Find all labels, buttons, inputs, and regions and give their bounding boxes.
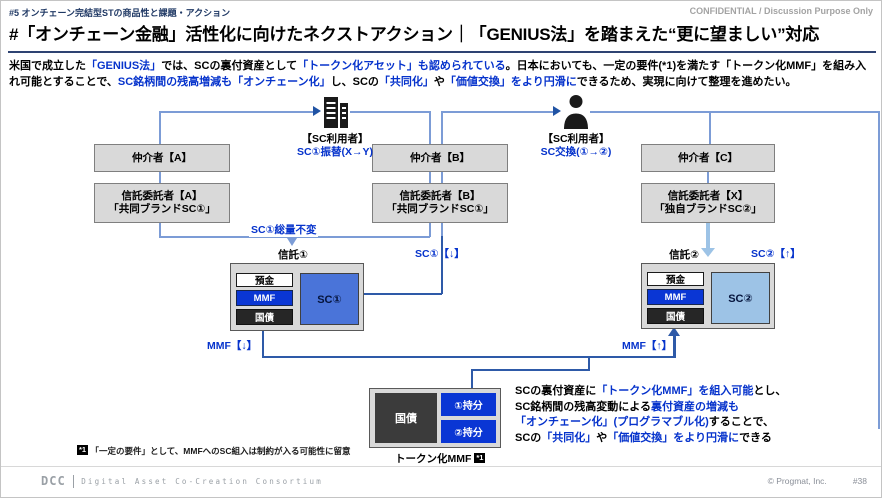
consortium-name: Digital Asset Co-Creation Consortium — [81, 476, 323, 486]
trustor-x-brand: 「独自ブランドSC②」 — [654, 203, 762, 215]
sc1-down-label: SC①【↓】 — [415, 248, 465, 260]
connector-line — [588, 356, 590, 371]
connector-line — [441, 236, 443, 294]
trust1-label: 信託① — [278, 249, 308, 261]
arrowhead-down — [287, 238, 297, 246]
building-icon — [322, 94, 350, 136]
trustor-a-name: 信託委託者【A】 — [121, 190, 203, 202]
sc-user-label: 【SC利用者】 — [301, 133, 369, 145]
connector-line — [350, 111, 430, 113]
trust1-asset-bond: 国債 — [236, 309, 293, 325]
sc-exchange-label: SC交換(①→②) — [540, 146, 612, 158]
trust1-asset-deposit: 預金 — [236, 273, 293, 287]
trust1-asset-mmf: MMF — [236, 290, 293, 306]
intermediary-b-box: 仲介者【B】 — [372, 144, 508, 172]
trust2-box: 預金 MMF 国債 SC② — [641, 263, 775, 329]
footnote-ref-badge: *1 — [77, 445, 89, 455]
copyright-text: © Progmat, Inc. — [767, 476, 827, 486]
sc2-up-label: SC②【↑】 — [751, 248, 801, 260]
connector-line — [361, 293, 442, 295]
token-mmf-label: トークン化MMF *1 — [395, 451, 486, 466]
token-mmf-share1: ①持分 — [441, 393, 496, 416]
token-mmf-box: 国債 ①持分 ②持分 — [369, 388, 501, 448]
connector-line — [673, 334, 676, 357]
footer-right: © Progmat, Inc. #38 — [768, 476, 867, 486]
trust2-label: 信託② — [669, 249, 699, 261]
trustor-a-box: 信託委託者【A】 「共同ブランドSC①」 — [94, 183, 230, 223]
title-rule — [8, 51, 876, 53]
arrowhead-right — [313, 106, 321, 116]
arrowhead-right — [553, 106, 561, 116]
intro-paragraph: 米国で成立した「GENIUS法」では、SCの裏付資産として「トークン化アセット」… — [9, 60, 867, 88]
page-title: #「オンチェーン金融」活性化に向けたネクストアクション｜「GENIUS法」を踏ま… — [9, 25, 820, 44]
intermediary-c-box: 仲介者【C】 — [641, 144, 775, 172]
mmf-down-label: MMF【↓】 — [207, 340, 258, 352]
connector-line — [706, 223, 710, 248]
page-number: #38 — [852, 476, 867, 486]
slide-footer: DCC Digital Asset Co-Creation Consortium… — [1, 466, 881, 497]
connector-line — [590, 111, 879, 113]
summary-note: SCの裏付資産に「トークン化MMF」を組入可能とし、 SC銘柄間の残高変動による… — [515, 384, 875, 446]
connector-line — [429, 111, 431, 237]
connector-line — [471, 369, 590, 371]
connector-line — [262, 356, 676, 358]
summary-note-line: 「オンチェーン化」(プログラマブル化)することで、 — [515, 416, 775, 428]
connector-line — [441, 111, 554, 113]
connector-line — [878, 111, 880, 429]
dcc-logo-text: DCC — [41, 474, 66, 488]
arrowhead-up — [668, 327, 680, 336]
connector-line — [159, 111, 161, 144]
token-mmf-share2: ②持分 — [441, 420, 496, 443]
connector-line — [159, 111, 318, 113]
trust1-box: 預金 MMF 国債 SC① — [230, 263, 364, 331]
connector-line — [709, 111, 711, 144]
dcc-logo: DCC Digital Asset Co-Creation Consortium — [41, 474, 323, 488]
token-mmf-label-text: トークン化MMF — [395, 453, 472, 465]
trustor-b-name: 信託委託者【B】 — [399, 190, 481, 202]
token-mmf-bond: 国債 — [375, 393, 437, 443]
connector-line — [441, 111, 443, 237]
trust2-asset-mmf: MMF — [647, 289, 704, 305]
connector-line — [471, 369, 473, 389]
summary-note-line: SCの裏付資産に「トークン化MMF」を組入可能とし、 — [515, 385, 787, 397]
logo-divider — [72, 474, 75, 488]
summary-note-line: SC銘柄間の残高変動による裏付資産の増減も — [515, 400, 739, 413]
intermediary-a-box: 仲介者【A】 — [94, 144, 230, 172]
person-icon — [563, 93, 589, 136]
connector-line — [262, 331, 264, 358]
intermediary-c-label: 仲介者【C】 — [677, 151, 739, 164]
trustor-a-brand: 「共同ブランドSC①」 — [108, 203, 216, 215]
footnote-ref-badge: *1 — [474, 453, 486, 463]
footnote-text: 「一定の要件」として、MMFへのSC組入は制約が入る可能性に留意 — [90, 446, 351, 456]
intermediary-a-label: 仲介者【A】 — [131, 151, 193, 164]
sc1-total-label: SC①総量不変 — [249, 222, 319, 237]
trustor-x-box: 信託委託者【X】 「独自ブランドSC②」 — [641, 183, 775, 223]
arrowhead-down — [701, 248, 715, 257]
sc2-token-box: SC② — [711, 272, 770, 324]
trustor-b-brand: 「共同ブランドSC①」 — [386, 203, 494, 215]
intermediary-b-label: 仲介者【B】 — [409, 151, 471, 164]
summary-note-line: SCの「共同化」や「価値交換」をより円滑にできる — [515, 431, 772, 444]
sc1-token-box: SC① — [300, 273, 359, 325]
confidential-note: CONFIDENTIAL / Discussion Purpose Only — [689, 6, 873, 16]
sc1-transfer-label: SC①振替(X→Y) — [297, 146, 373, 158]
footnote: *1 「一定の要件」として、MMFへのSC組入は制約が入る可能性に留意 — [77, 445, 350, 457]
trustor-x-name: 信託委託者【X】 — [667, 190, 749, 202]
sc-user-label: 【SC利用者】 — [542, 133, 610, 145]
slide-section-tag: #5 オンチェーン完結型STの商品性と課題・アクション — [9, 8, 231, 18]
mmf-up-label: MMF【↑】 — [622, 340, 673, 352]
trustor-b-box: 信託委託者【B】 「共同ブランドSC①」 — [372, 183, 508, 223]
trust2-asset-bond: 国債 — [647, 308, 704, 324]
trust2-asset-deposit: 預金 — [647, 272, 704, 286]
